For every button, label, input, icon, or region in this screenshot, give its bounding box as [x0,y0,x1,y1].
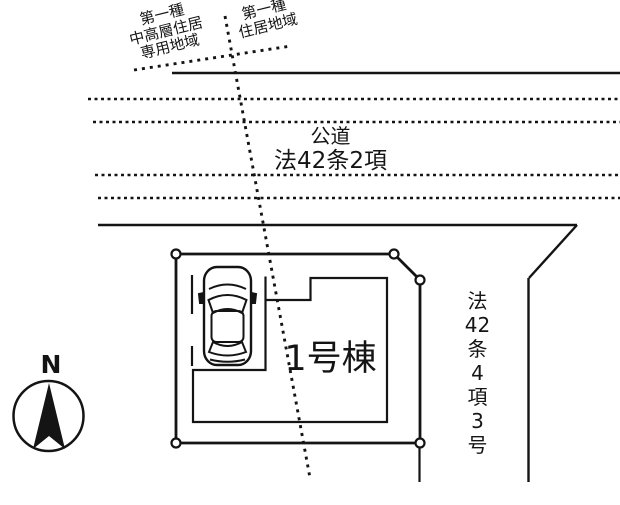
car-body [202,265,253,367]
zoning-boundary-vertical [223,15,312,479]
lot-boundary [170,248,426,482]
main-road-lines [88,71,620,227]
car-roof [210,310,245,343]
survey-marker-icon [170,437,182,449]
main-road-name: 公道 [310,124,351,148]
building-outline [191,276,389,424]
car-rear-window [207,340,248,357]
side-road-label-char: 42 [464,313,491,337]
survey-marker-icon [414,274,426,286]
side-road-label: 法 42 条 4 項 3 号 [450,289,505,457]
zoning-boundary-diagonal [133,44,292,72]
car-hood-line [208,283,247,290]
building-label: 1号棟 [284,339,377,379]
side-road-label-char: 法 [467,289,488,313]
main-road-label: 公道 法42条2項 [248,124,413,175]
compass-north-label: N [40,350,62,379]
main-road-law: 法42条2項 [274,148,387,174]
survey-markers [170,248,426,449]
survey-marker-icon [388,248,400,260]
survey-marker-icon [170,248,182,260]
compass-needle [33,383,65,449]
car-trunk-line [209,358,246,363]
side-road-lines [527,224,578,482]
survey-marker-icon [414,437,426,449]
zoning-boundary-lines [133,15,312,479]
side-road-label-char: 項 [467,385,488,409]
compass-icon [12,379,85,453]
side-road-label-char: 号 [467,433,488,457]
lot-outline [174,252,422,445]
compass-circle [12,379,85,453]
side-road-corner [528,224,578,279]
side-road-label-char: 3 [471,409,484,433]
car-top-view-icon [197,265,258,367]
side-road-label-char: 条 [467,337,488,361]
side-road-label-char: 4 [471,361,484,385]
